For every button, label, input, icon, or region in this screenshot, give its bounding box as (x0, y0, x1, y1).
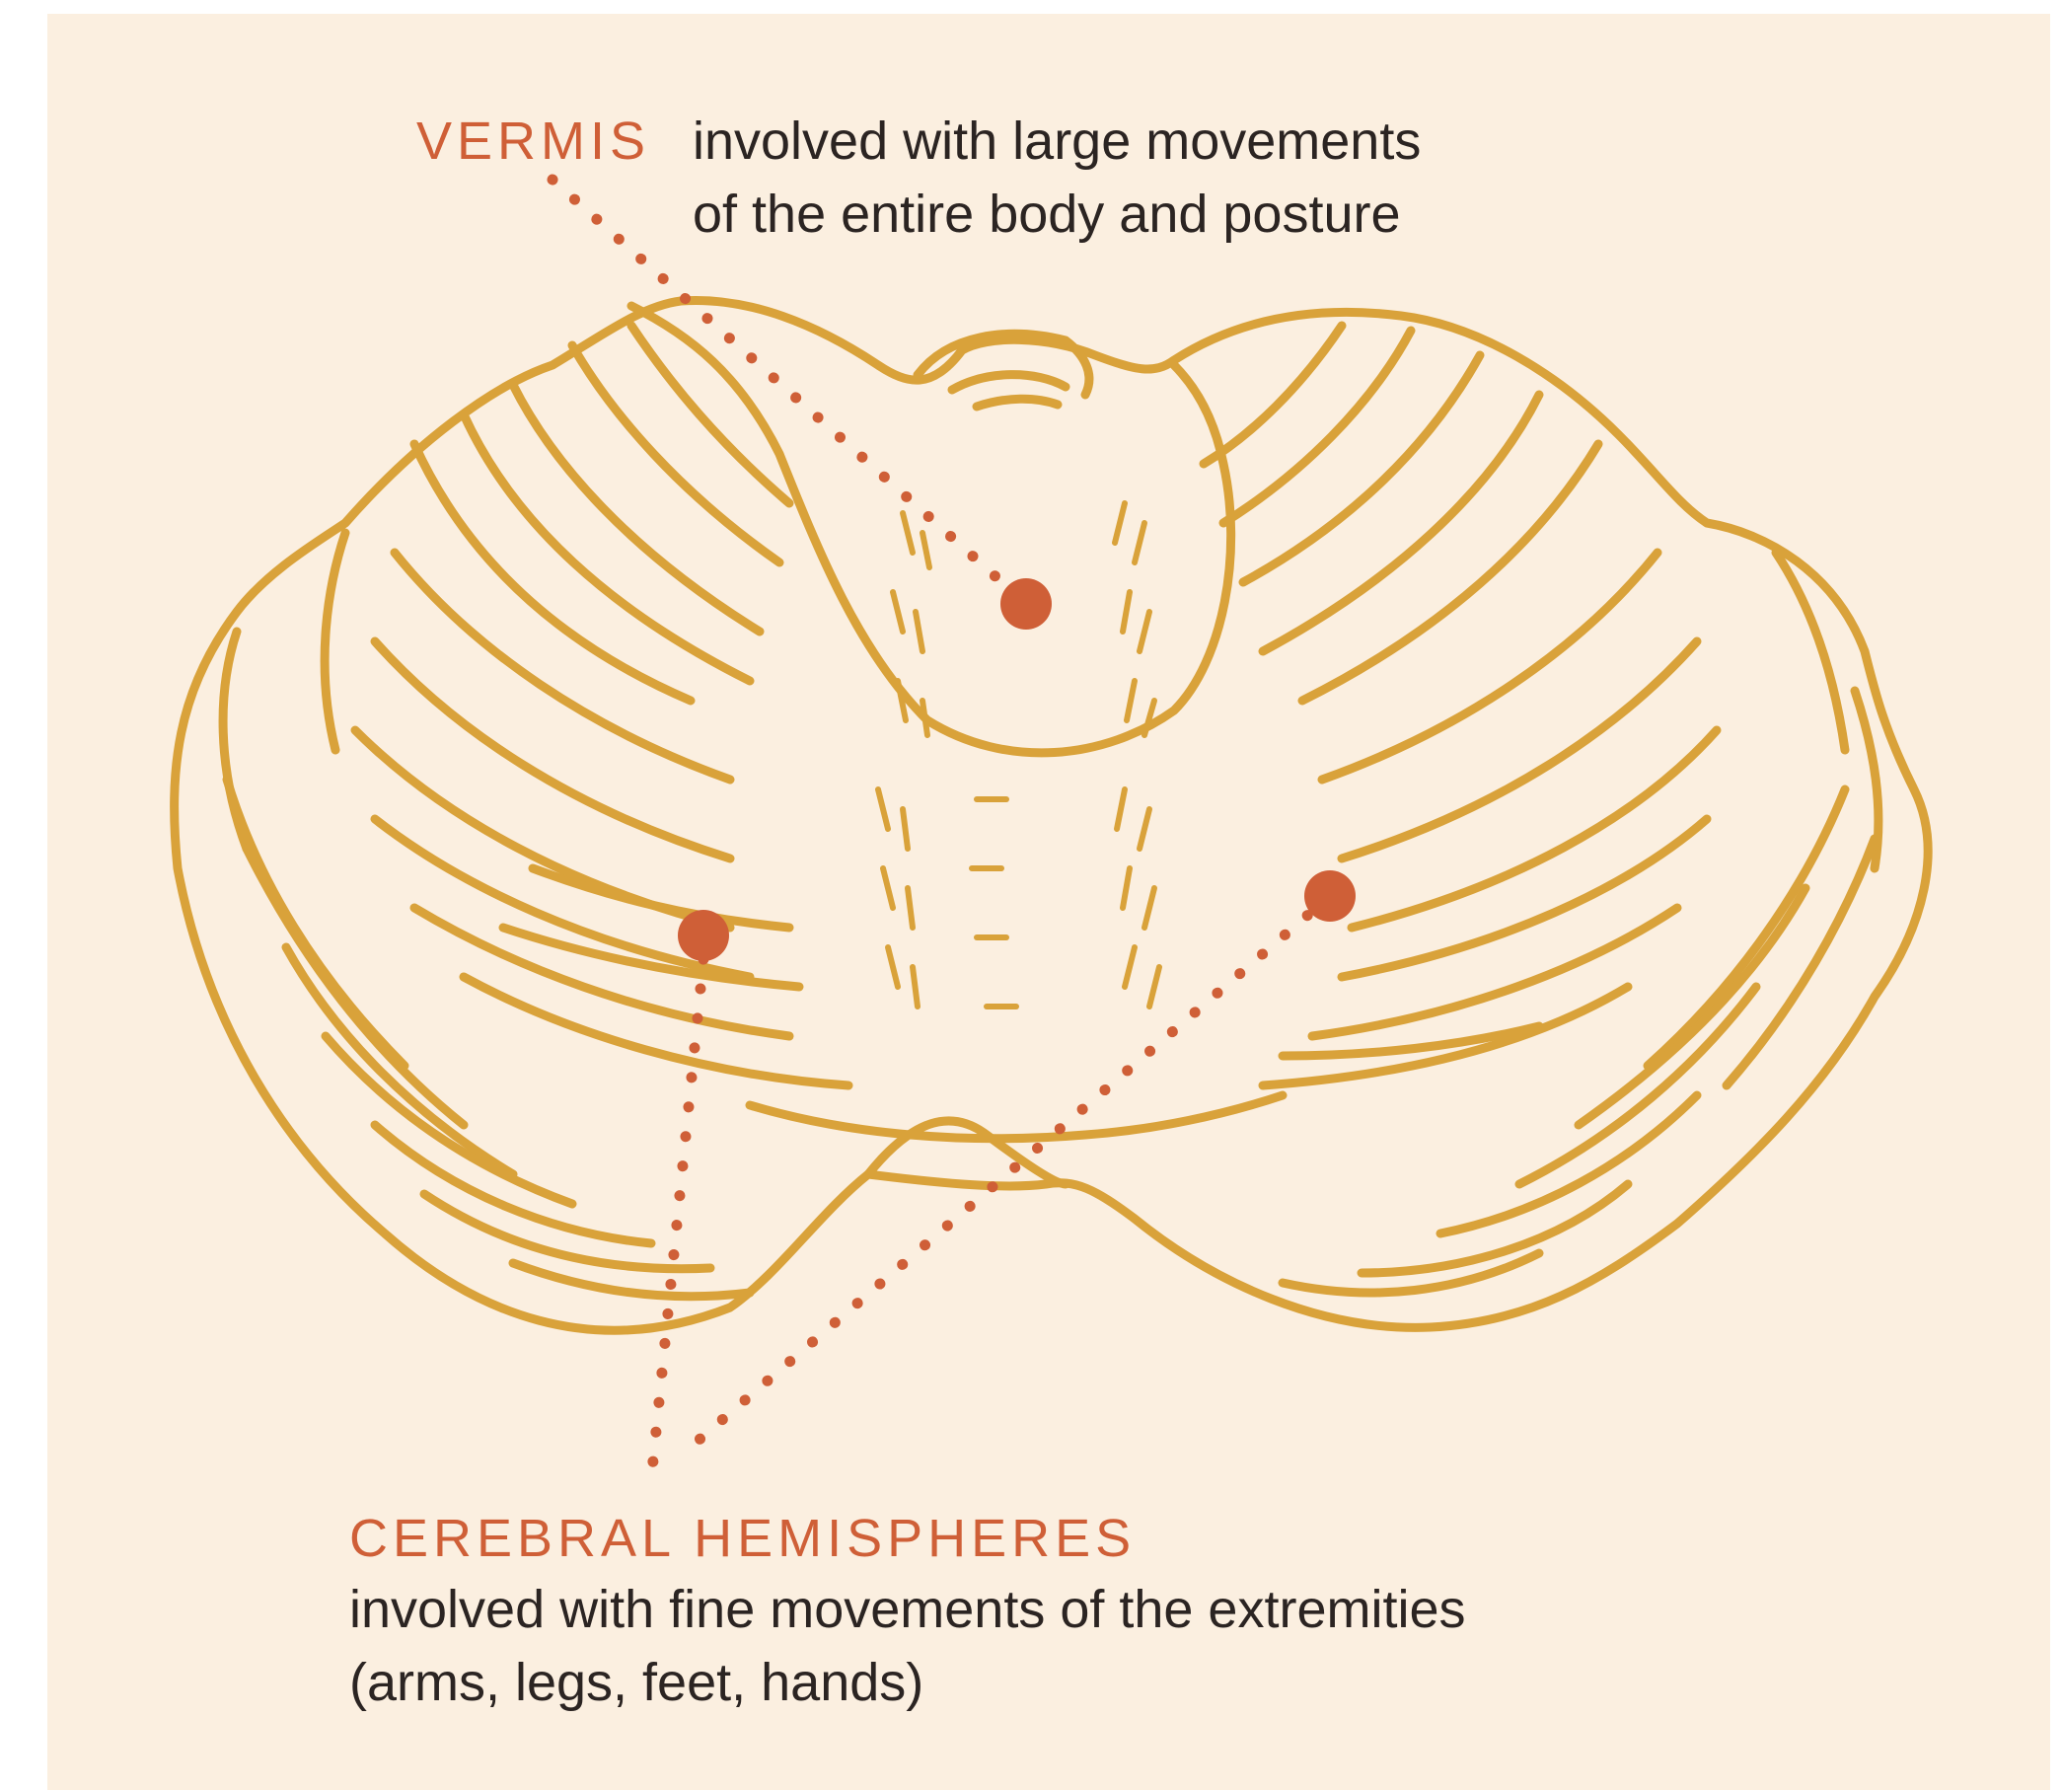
vermis-desc-line2: of the entire body and posture (693, 178, 1401, 251)
vermis-desc-line1: involved with large movements (693, 105, 1421, 178)
left-hemisphere-marker (678, 910, 729, 961)
hemispheres-desc-line2: (arms, legs, feet, hands) (349, 1646, 923, 1719)
vermis-marker (1000, 578, 1052, 630)
left-hemisphere-leader-line (651, 959, 703, 1480)
markers (678, 578, 1356, 961)
right-hemisphere-marker (1304, 870, 1356, 922)
right-hemisphere-leader-line (681, 896, 1330, 1456)
hemispheres-title: CEREBRAL HEMISPHERES (349, 1512, 1136, 1565)
cerebellum-drawing (175, 300, 1928, 1330)
hemispheres-desc-line1: involved with fine movements of the extr… (349, 1573, 1466, 1646)
vermis-title: VERMIS (416, 114, 650, 168)
